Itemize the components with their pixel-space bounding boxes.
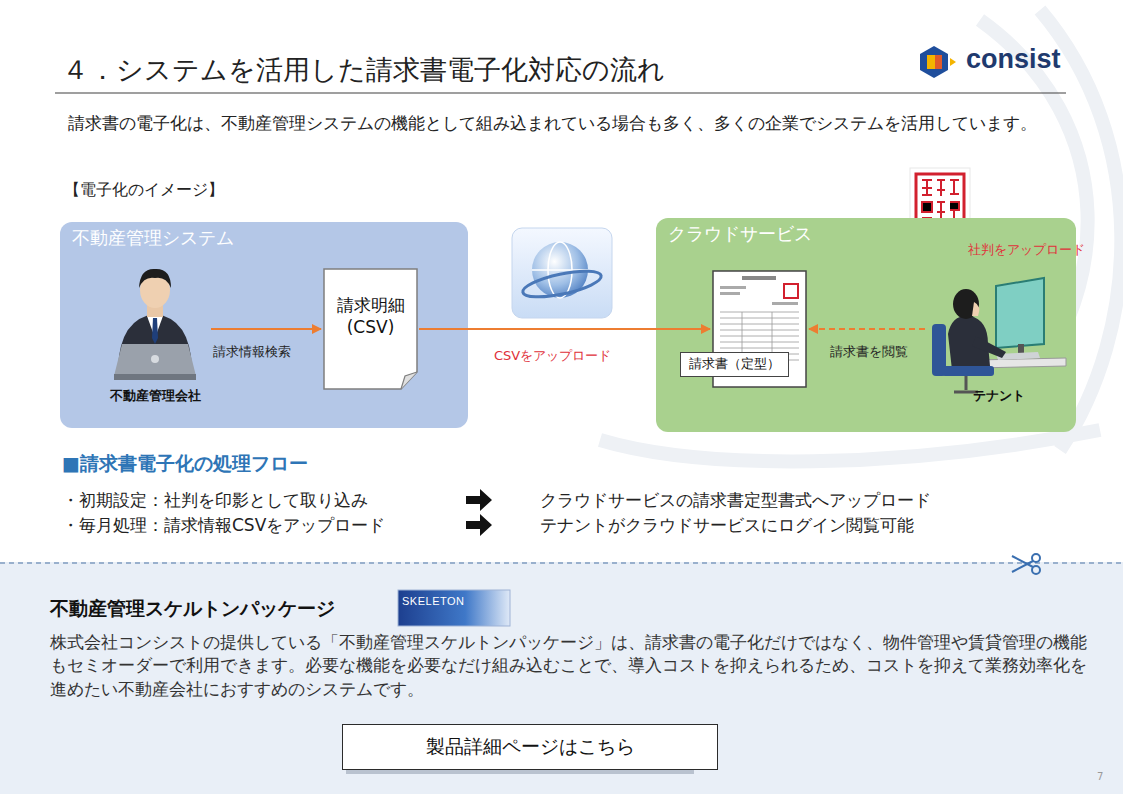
product-description: 株式会社コンシストの提供している「不動産管理スケルトンパッケージ」は、請求書の電… [50, 631, 1090, 701]
brand-logo: consist [966, 42, 1061, 77]
tenant-person: テナント [926, 274, 1071, 414]
node-text: 請求書（定型） [680, 352, 789, 377]
node-text: クラウドサービス [668, 222, 812, 245]
node-text: 不動産管理システム [72, 226, 234, 249]
skeleton-logo [398, 590, 510, 626]
detail-button: 製品詳細ページはこちら [342, 724, 718, 770]
node-text: 請求明細 (CSV) [331, 294, 410, 338]
cut-line [0, 562, 1123, 564]
flow-step: ・毎月処理：請求情報CSVをアップロード [62, 514, 385, 536]
section-heading: ■請求書電子化の処理フロー [62, 451, 308, 476]
product-logo-text: SKELETON [402, 594, 465, 608]
person-illustration [100, 258, 210, 408]
intro-text: 請求書の電子化は、不動産管理システムの機能として組み込まれている場合も多く、多く… [68, 112, 1078, 135]
edge-label: 請求情報検索 [213, 344, 291, 361]
edge-label: 請求書を閲覧 [830, 344, 908, 361]
invoice-document: 請求書（定型） [712, 270, 807, 388]
product-heading: 不動産管理スケルトンパッケージ [50, 597, 335, 621]
csv-document: 請求明細 (CSV) [323, 268, 418, 390]
flow-arrows [466, 489, 492, 536]
section-label: 【電子化のイメージ】 [64, 180, 224, 200]
page-title: ４．システムを活用した請求書電子化対応の流れ [62, 52, 665, 87]
product-band [0, 562, 1123, 794]
logo-icon [920, 46, 956, 78]
seal-note: 社判をアップロード [968, 242, 1085, 259]
background-swirl [600, 10, 1121, 461]
company-person: 不動産管理会社 [100, 258, 210, 408]
flow-step: ・初期設定：社判を印影として取り込み [62, 489, 368, 511]
globe-icon [512, 228, 612, 318]
flow-result: クラウドサービスの請求書定型書式へアップロード [540, 489, 931, 511]
node-text: 製品詳細ページはこちら [343, 734, 717, 759]
page-number: 7 [1097, 770, 1103, 783]
system-panel: 不動産管理システム不動産管理会社 請求明細 (CSV) [60, 222, 468, 428]
block-arrow [466, 514, 492, 536]
scissors-icon [1012, 554, 1040, 574]
block-arrow [466, 489, 492, 511]
title-rule [55, 92, 1066, 93]
node-text: テナント [926, 388, 1071, 405]
flow-result: テナントがクラウドサービスにログイン閲覧可能 [540, 514, 914, 536]
edge-label: CSVをアップロード [494, 348, 611, 365]
node-text: 不動産管理会社 [94, 388, 216, 405]
